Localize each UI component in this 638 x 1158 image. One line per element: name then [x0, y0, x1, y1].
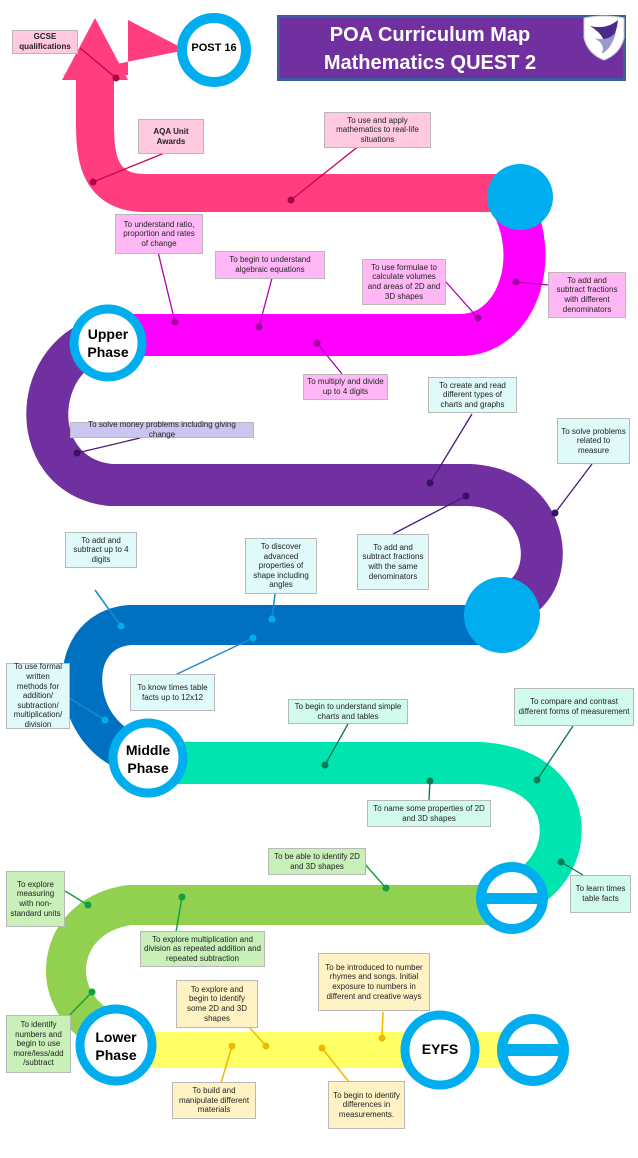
purple-road	[26, 314, 563, 626]
title-banner: POA Curriculum Map Mathematics QUEST 2	[277, 15, 626, 81]
post16-circle	[177, 13, 251, 87]
lower-phase-circle	[75, 1004, 157, 1086]
note-times-12: To know times table facts up to 12x12	[130, 674, 215, 711]
note-fractions-same: To add and subtract fractions with the s…	[357, 534, 429, 590]
note-charts-graphs: To create and read different types of ch…	[428, 377, 517, 413]
note-build: To build and manipulate different materi…	[172, 1082, 256, 1119]
note-aqa: AQA Unit Awards	[138, 119, 204, 154]
note-explore-shapes: To explore and begin to identify some 2D…	[176, 980, 258, 1028]
note-name-shapes: To name some properties of 2D and 3D sha…	[367, 800, 491, 827]
note-mult-division: To explore multiplication and division a…	[140, 931, 265, 967]
note-algebra: To begin to understand algebraic equatio…	[215, 251, 325, 279]
note-volumes: To use formulae to calculate volumes and…	[362, 259, 446, 305]
note-learn-tables: To learn times table facts	[570, 875, 631, 913]
arrow-head	[62, 20, 186, 75]
note-measure-problems: To solve problems related to measure	[557, 418, 630, 464]
note-formal-methods: To use formal written methods for additi…	[6, 662, 70, 729]
note-real-life: To use and apply mathematics to real-lif…	[324, 112, 431, 148]
note-multiply-4: To multiply and divide up to 4 digits	[303, 374, 388, 400]
eyfs-label: EYFS	[421, 1041, 459, 1057]
note-rhymes: To be introduced to number rhymes and so…	[318, 953, 430, 1011]
title-line-2: Mathematics QUEST 2	[323, 52, 537, 74]
note-ratio: To understand ratio, proportion and rate…	[115, 214, 203, 254]
upper-phase-circle	[69, 304, 147, 382]
note-identify-shapes: To be able to identify 2D and 3D shapes	[268, 848, 366, 875]
lower-phase-label: Lower Phase	[95, 1029, 137, 1063]
title-line-1: POA Curriculum Map	[329, 24, 531, 46]
post16-label: POST 16	[191, 42, 237, 54]
note-compare-measure: To compare and contrast different forms …	[514, 688, 634, 726]
note-add-4: To add and subtract up to 4 digits	[65, 532, 137, 568]
pink-road	[76, 78, 505, 212]
note-differences: To begin to identify differences in meas…	[328, 1081, 405, 1129]
school-logo-icon	[583, 15, 625, 61]
note-identify-numbers: To identify numbers and begin to use mor…	[6, 1015, 71, 1073]
note-shape-properties: To discover advanced properties of shape…	[245, 538, 317, 594]
note-fractions-different: To add and subtract fractions with diffe…	[548, 272, 626, 318]
eyfs-circle	[400, 1010, 480, 1090]
upper-phase-label: Upper Phase	[87, 326, 129, 360]
note-nonstandard: To explore measuring with non-standard u…	[6, 871, 65, 927]
connector-circle-1	[487, 164, 553, 230]
connector-circle-2	[464, 577, 540, 653]
middle-phase-label: Middle Phase	[125, 742, 171, 776]
note-money: To solve money problems including giving…	[70, 420, 254, 439]
note-simple-charts: To begin to understand simple charts and…	[288, 699, 408, 724]
green-road	[46, 885, 510, 1048]
middle-phase-circle	[108, 718, 188, 798]
note-gcse: GCSE qualifications	[12, 30, 78, 54]
